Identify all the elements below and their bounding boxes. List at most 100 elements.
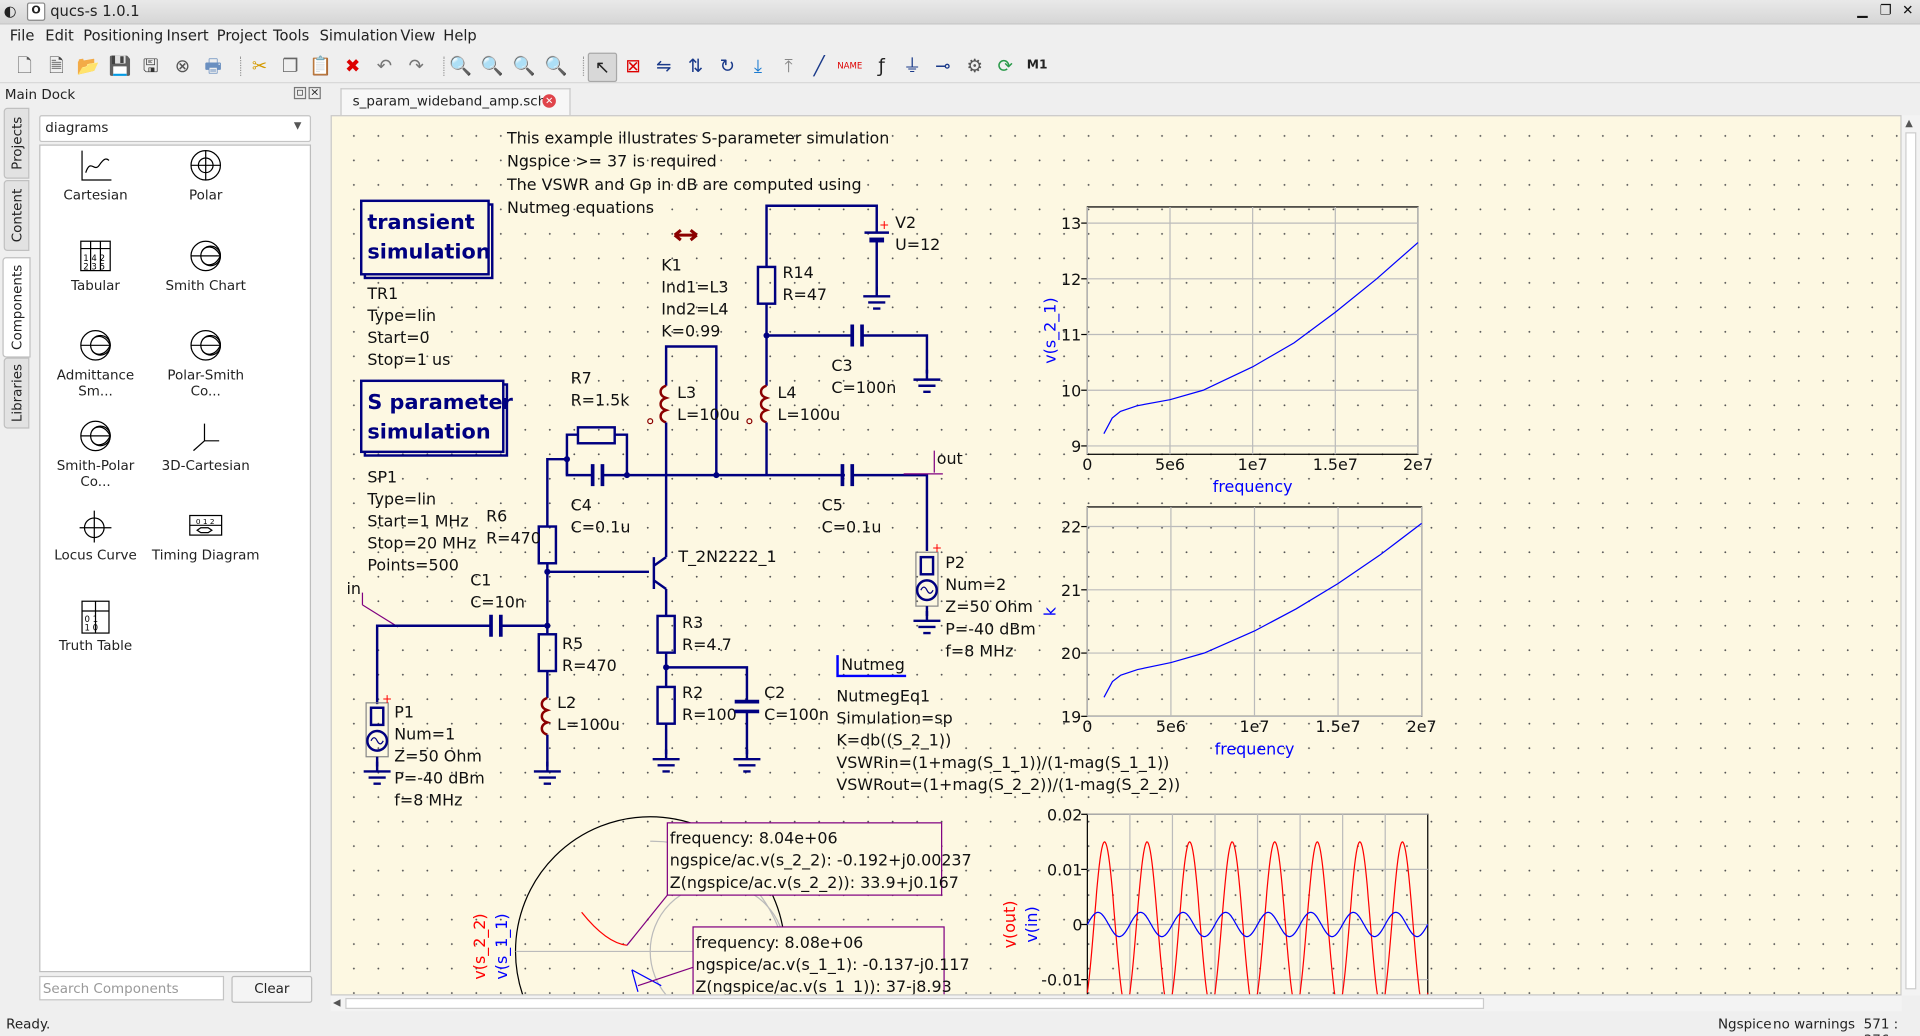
delete-icon[interactable]: ✖	[344, 55, 361, 78]
search-components-input[interactable]: Search Components	[39, 975, 225, 1001]
cut-icon[interactable]: ✂	[251, 55, 268, 78]
smith-chart-icon	[190, 240, 222, 271]
c1-label: C=10n	[470, 592, 525, 611]
scroll-up-icon[interactable]: ▲	[1905, 117, 1913, 129]
component-locus-curve[interactable]: Locus Curve	[40, 508, 150, 563]
sparam-simulation-block[interactable]	[360, 379, 505, 454]
go-into-icon[interactable]: ⤓	[753, 55, 763, 78]
select-icon[interactable]: ↖	[587, 52, 618, 83]
horizontal-scrollbar[interactable]: ◀	[330, 995, 1902, 1012]
data-display-toggle-icon[interactable]: ⟳	[997, 55, 1013, 78]
tab-document[interactable]: s_param_wideband_amp.sch ✕	[340, 88, 571, 117]
port-icon[interactable]: ⊸	[935, 55, 951, 78]
save-all-icon[interactable]: 🖫	[142, 55, 159, 78]
menu-edit[interactable]: Edit	[45, 26, 74, 45]
open-icon[interactable]: 📂	[76, 55, 100, 78]
component-label: Smith Chart	[165, 277, 246, 294]
mirror-x-icon[interactable]: ⇋	[655, 55, 672, 78]
zoom-out-icon[interactable]: 🔍	[544, 55, 568, 78]
print-icon[interactable]: 🖶	[204, 55, 222, 78]
close-icon[interactable]: ⊗	[174, 55, 191, 78]
3d-cartesian-icon	[193, 423, 220, 451]
status-bar: Ready. Ngspice no warnings 571 : 376	[0, 1014, 1920, 1036]
r7-label: R7	[571, 368, 592, 387]
minimize-button[interactable]: ▁	[1857, 2, 1868, 19]
label-name-icon[interactable]: NAME	[837, 61, 863, 72]
paste-icon[interactable]: 📋	[309, 55, 333, 78]
mirror-y-icon[interactable]: ⇅	[687, 55, 704, 78]
simulate-gear-icon[interactable]: ⚙	[966, 55, 983, 78]
r2-resistor	[656, 685, 676, 725]
component-polar-smith[interactable]: Polar-Smith Co...	[151, 328, 261, 399]
scroll-left-icon[interactable]: ◀	[333, 996, 341, 1008]
r14-label: R=47	[782, 285, 827, 304]
menu-positioning[interactable]: Positioning	[83, 26, 164, 45]
vertical-scrollbar[interactable]: ▲	[1901, 115, 1920, 996]
menu-simulation[interactable]: Simulation	[319, 26, 398, 45]
smith-ylabel-0: v(s_2_2)	[470, 913, 490, 979]
component-admittance-smith[interactable]: Admittance Sm...	[40, 328, 150, 399]
c2-label: C2	[764, 683, 785, 702]
junction	[763, 332, 770, 339]
zoom-fit-icon[interactable]: 🔍	[448, 55, 472, 78]
tab-projects[interactable]: Projects	[3, 107, 30, 179]
chart-1-series-line	[1103, 522, 1423, 698]
equation-icon[interactable]: ƒ	[878, 55, 885, 78]
menu-project[interactable]: Project	[216, 26, 268, 45]
vertical-scroll-thumb[interactable]	[1905, 132, 1917, 990]
c4-label: C=0.1u	[571, 518, 631, 537]
redo-icon[interactable]: ↷	[408, 55, 425, 78]
rotate-icon[interactable]: ↻	[719, 55, 736, 78]
save-icon[interactable]: 💾	[108, 55, 132, 78]
dock-close-icon[interactable]: ×	[308, 86, 321, 100]
zoom-in-icon[interactable]: 🔍	[512, 55, 536, 78]
toolbar: 🗋 🗎 📂 💾 🖫 ⊗ 🖶 ✂ ❐ 📋 ✖ ↶ ↷ 🔍 🔍 🔍 🔍 ↖ ⊠ ⇋ ⇅ ↻ ⤓ ⤒ ╱ NAME ƒ ⏚ ⊸ ⚙ ⟳ M1	[0, 49, 1920, 84]
r3-label: R3	[682, 613, 703, 632]
close-window-button[interactable]: ✕	[1902, 2, 1914, 19]
menu-view[interactable]: View	[400, 26, 436, 45]
pop-out-icon[interactable]: ⤒	[784, 55, 793, 78]
schematic-canvas[interactable]: This example illustrates S-parameter sim…	[330, 115, 1902, 996]
dock-float-icon[interactable]: ▫	[293, 86, 307, 100]
marker-icon[interactable]: M1	[1026, 58, 1048, 73]
menu-file[interactable]: File	[9, 26, 35, 45]
category-select[interactable]: diagrams ▼	[39, 115, 312, 143]
wire-icon[interactable]: ╱	[813, 55, 825, 78]
ground-icon[interactable]: ⏚	[903, 55, 922, 78]
tab-libraries[interactable]: Libraries	[3, 357, 30, 429]
transient-simulation-block[interactable]	[360, 199, 490, 276]
plus-sign: +	[879, 218, 889, 232]
close-tab-icon[interactable]: ✕	[542, 94, 556, 108]
component-smith-polar[interactable]: Smith-Polar Co...	[40, 418, 150, 489]
maximize-button[interactable]: ❐	[1879, 2, 1892, 19]
menu-help[interactable]: Help	[443, 26, 477, 45]
tab-components[interactable]: Components	[2, 257, 31, 358]
horizontal-scroll-thumb[interactable]	[345, 997, 1485, 1009]
new-file-icon[interactable]: 🗋	[17, 55, 32, 78]
new-text-icon[interactable]: 🗎	[48, 55, 64, 78]
menu-tools[interactable]: Tools	[273, 26, 310, 45]
marker-2-box[interactable]	[692, 926, 945, 996]
component-smith-chart[interactable]: Smith Chart	[151, 238, 261, 293]
chevron-down-icon: ▼	[293, 120, 302, 132]
marker-1-box[interactable]	[666, 822, 943, 896]
undo-icon[interactable]: ↶	[376, 55, 393, 78]
comment-text: This example illustrates S-parameter sim…	[506, 128, 889, 147]
p1-port-source	[366, 729, 389, 752]
k1-label: Ind2=L4	[661, 300, 728, 319]
copy-icon[interactable]: ❐	[281, 55, 299, 78]
clear-button[interactable]: Clear	[231, 975, 313, 1003]
out-label-marker	[903, 450, 943, 475]
zoom-1to1-icon[interactable]: 🔍	[480, 55, 504, 78]
p1-port	[369, 706, 385, 727]
component-polar[interactable]: Polar	[151, 148, 261, 203]
deactivate-icon[interactable]: ⊠	[625, 55, 641, 78]
window-menu-icon[interactable]: O	[26, 2, 46, 21]
component-cartesian[interactable]: Cartesian	[40, 148, 150, 203]
menu-insert[interactable]: Insert	[166, 26, 209, 45]
tab-content[interactable]: Content	[3, 180, 30, 252]
component-3d-cartesian[interactable]: 3D-Cartesian	[151, 418, 261, 473]
